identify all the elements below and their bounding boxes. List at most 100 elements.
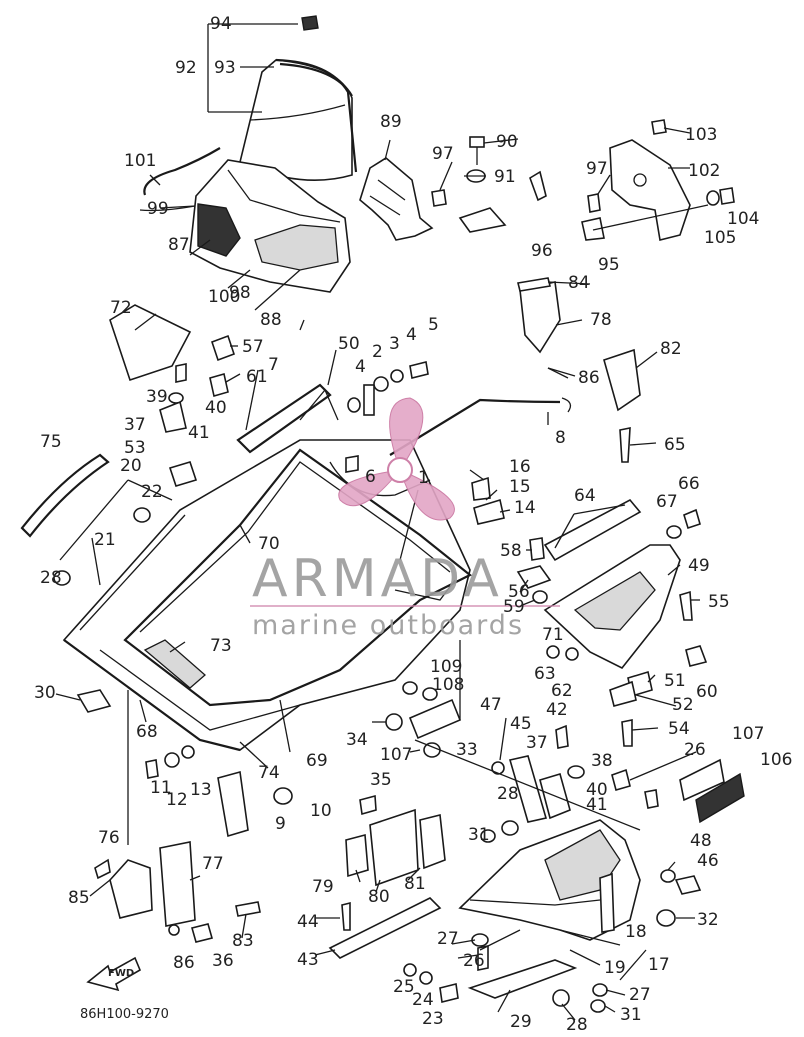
callout-74: 74 [258, 763, 280, 783]
diagram-code: 86H100-9270 [80, 1007, 169, 1022]
bracket-53 [168, 461, 198, 487]
washer-38 [567, 765, 585, 779]
callout-41-2: 41 [586, 795, 608, 815]
callout-3: 3 [389, 334, 400, 354]
callout-40-2: 40 [586, 780, 608, 800]
callout-32: 32 [697, 910, 719, 930]
callout-98: 98 [229, 283, 251, 303]
washer-62 [565, 647, 579, 661]
callout-10: 10 [310, 801, 332, 821]
propeller-logo [338, 397, 455, 521]
callout-47: 47 [480, 695, 502, 715]
washer-48 [660, 869, 676, 883]
callout-9: 9 [275, 814, 286, 834]
bracket-95 [581, 217, 605, 241]
fwd-label: FWD [108, 968, 134, 979]
strip-84 [517, 277, 551, 292]
callout-25: 25 [393, 977, 415, 997]
callout-24: 24 [412, 990, 434, 1010]
callout-2: 2 [372, 342, 383, 362]
cable-8 [389, 398, 561, 456]
bolt-5 [409, 361, 429, 379]
bolt-26-right [611, 768, 631, 791]
callout-58: 58 [500, 541, 522, 561]
clip-35 [359, 794, 377, 816]
callout-94: 94 [210, 14, 232, 34]
washer-40-left [168, 392, 184, 404]
callout-43: 43 [297, 950, 319, 970]
nut-28-left [53, 570, 71, 586]
bushing-3 [373, 376, 389, 392]
bolt-103 [651, 119, 667, 135]
callout-97-2: 97 [586, 159, 608, 179]
callout-52: 52 [672, 695, 694, 715]
callout-18: 18 [625, 922, 647, 942]
callout-104: 104 [727, 209, 759, 229]
nut-28-mid [501, 820, 519, 836]
callout-86: 86 [173, 953, 195, 973]
knob-42 [555, 724, 569, 749]
callout-28-2: 28 [497, 784, 519, 804]
callout-59: 59 [503, 597, 525, 617]
windshield-assembly [239, 58, 358, 182]
callout-53: 53 [124, 438, 146, 458]
callout-79: 79 [312, 877, 334, 897]
callout-31-2: 31 [620, 1005, 642, 1025]
washer-24 [419, 971, 433, 985]
callout-89: 89 [380, 112, 402, 132]
strip-64 [543, 498, 642, 562]
callout-93: 93 [214, 58, 236, 78]
callout-49: 49 [688, 556, 710, 576]
screw-66 [683, 508, 701, 530]
main-hood [62, 439, 473, 752]
callout-80: 80 [368, 887, 390, 907]
washer-105 [706, 190, 720, 206]
callout-91: 91 [494, 167, 516, 187]
callout-7: 7 [268, 355, 279, 375]
callout-105: 105 [704, 228, 736, 248]
pin-58 [529, 537, 545, 561]
clip-57 [210, 334, 236, 362]
callout-66: 66 [678, 474, 700, 494]
callout-54: 54 [668, 719, 690, 739]
callout-88: 88 [260, 310, 282, 330]
callout-81: 81 [404, 874, 426, 894]
nut-34 [385, 713, 403, 731]
washer-13 [181, 745, 195, 759]
callout-48: 48 [690, 831, 712, 851]
bracket-50 [299, 388, 339, 421]
panel-78 [519, 281, 561, 354]
callout-78: 78 [590, 310, 612, 330]
callout-107-2: 107 [732, 724, 764, 744]
callout-41: 41 [188, 423, 210, 443]
fwd-arrow: FWD [86, 956, 142, 992]
callout-45: 45 [510, 714, 532, 734]
nut-28-lower [552, 989, 570, 1007]
watermark-brand: ARMADA [252, 549, 503, 609]
washer-4 [347, 397, 361, 413]
callout-28: 28 [40, 568, 62, 588]
callout-75: 75 [40, 432, 62, 452]
callout-87: 87 [168, 235, 190, 255]
callout-57: 57 [242, 337, 264, 357]
callout-26: 26 [463, 951, 485, 971]
callout-35: 35 [370, 770, 392, 790]
leader-lines [55, 23, 709, 1021]
callout-86-2: 86 [578, 368, 600, 388]
callout-71: 71 [542, 625, 564, 645]
nut-32 [656, 909, 676, 927]
strip-43 [328, 897, 442, 959]
callout-84: 84 [568, 273, 590, 293]
reflector-106 [695, 772, 745, 824]
washer-4-right [390, 369, 404, 383]
callout-42: 42 [546, 700, 568, 720]
bolt-39 [175, 363, 187, 383]
panel-77 [159, 841, 196, 927]
callout-109: 109 [430, 657, 462, 677]
callout-21: 21 [94, 530, 116, 550]
plate-107-left [408, 698, 462, 740]
callout-31: 31 [468, 825, 490, 845]
callout-30: 30 [34, 683, 56, 703]
callout-62: 62 [551, 681, 573, 701]
clip-61 [209, 372, 229, 398]
